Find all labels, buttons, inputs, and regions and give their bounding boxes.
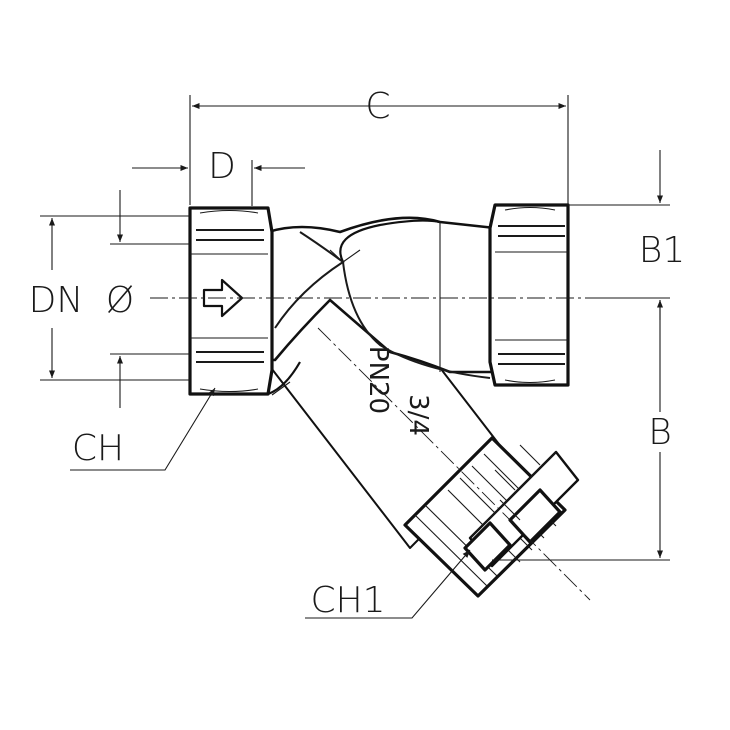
- dimension-d-label: D: [208, 146, 236, 187]
- dimension-b-label: B: [648, 412, 672, 453]
- body-marking-pressure: PN20: [363, 346, 393, 414]
- dimension-b: B: [492, 300, 682, 561]
- dimension-d: D: [132, 146, 305, 206]
- dimension-dn-label: DN: [29, 280, 84, 321]
- diagonal-centerline: [317, 327, 591, 601]
- dimension-b1-label: B1: [639, 230, 685, 271]
- dimension-c: C: [189, 86, 569, 205]
- valve-body: [188, 203, 570, 396]
- body-marking-size: 3/4: [403, 394, 433, 436]
- dimension-b1: B1: [568, 150, 685, 320]
- leader-ch-label: CH: [72, 428, 124, 469]
- leader-ch: CH: [70, 387, 216, 471]
- leader-ch1-label: CH1: [310, 580, 385, 621]
- dimension-c-label: C: [365, 86, 390, 127]
- dimension-diameter-label: Ø: [106, 280, 134, 321]
- leader-ch1: CH1: [305, 549, 471, 621]
- dimension-dn-diameter: DN Ø: [29, 190, 190, 408]
